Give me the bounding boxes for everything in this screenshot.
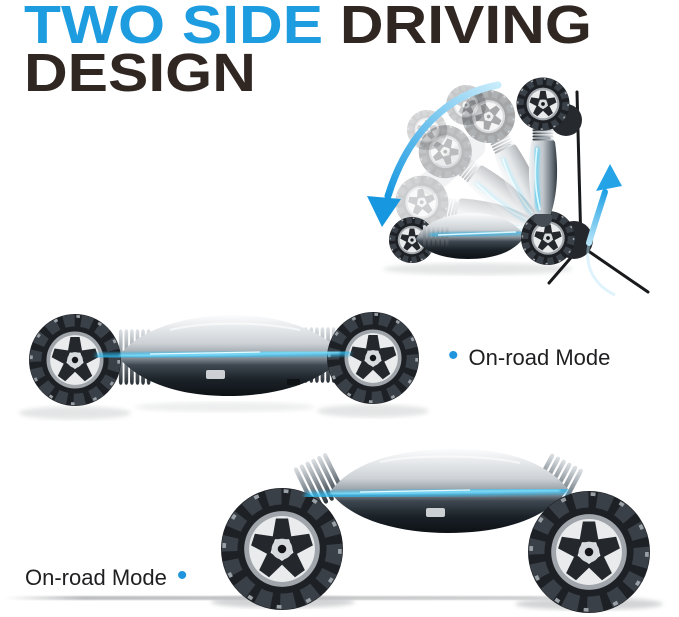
page-title: TWO SIDE DRIVING DESIGN (24, 0, 592, 103)
flip-down-arrowhead-icon (367, 196, 401, 227)
right-wheel (528, 491, 650, 613)
right-wheel (327, 312, 419, 404)
on-road-mode-label-top: • On-road Mode (448, 339, 611, 373)
flip-up-arrow (586, 189, 608, 246)
title-highlight: TWO SIDE (24, 0, 324, 55)
left-wheel (221, 488, 343, 610)
title-line2: DESIGN (24, 43, 256, 103)
bullet-dot-icon: • (448, 339, 459, 372)
ghost-arm-trail (390, 81, 566, 254)
arrow-trail (586, 243, 616, 297)
car-flip-illustration (367, 78, 650, 297)
title-line1: TWO SIDE DRIVING (24, 0, 592, 52)
on-road-mode-label-bottom: On-road Mode • (25, 559, 188, 593)
flat-mode-car (19, 312, 429, 420)
raised-mode-car (5, 448, 663, 613)
chassis (389, 211, 575, 265)
mode-label-text: On-road Mode (468, 345, 611, 370)
car-shadow (383, 263, 573, 275)
title-line1-rest: DRIVING (339, 0, 592, 55)
mode-label-text: On-road Mode (25, 565, 167, 590)
bullet-dot-icon: • (176, 559, 188, 592)
flip-down-arrow (384, 81, 502, 200)
flip-up-arrowhead-icon (596, 164, 622, 191)
